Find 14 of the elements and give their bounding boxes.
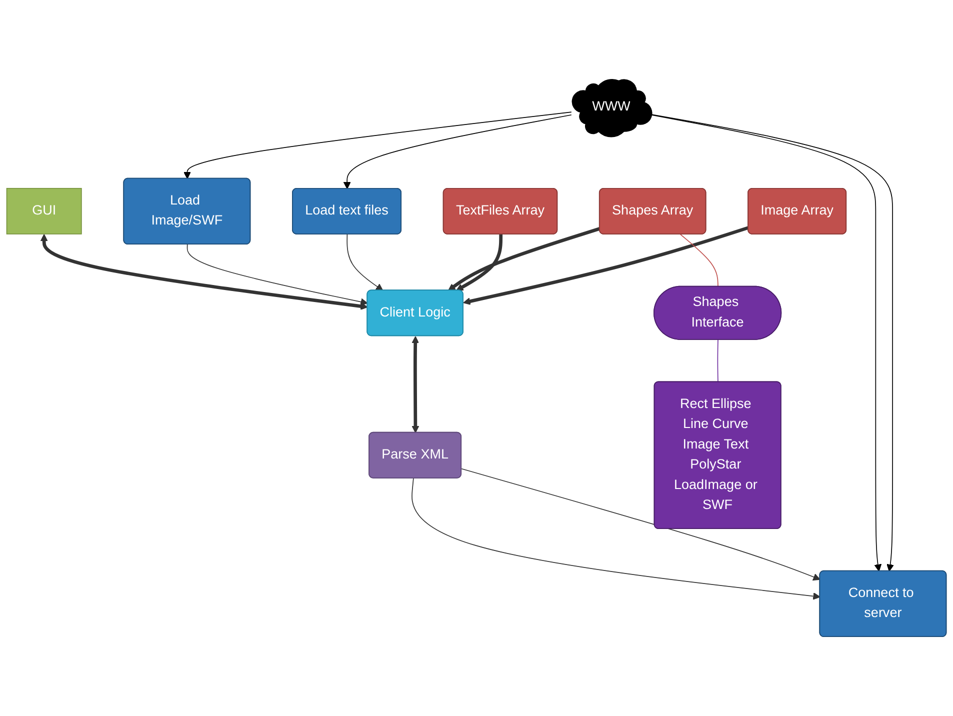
arrow	[184, 112, 572, 180]
connector	[717, 339, 718, 383]
arrow	[456, 234, 503, 291]
arrow	[40, 234, 368, 310]
arrow	[463, 226, 749, 305]
node-box: GUI	[6, 188, 82, 234]
arrow	[448, 227, 600, 291]
arrow	[461, 468, 820, 581]
arrow	[412, 478, 820, 600]
arrow	[343, 114, 572, 190]
arrow	[186, 244, 368, 306]
connector	[680, 234, 718, 288]
arrow	[412, 336, 420, 434]
arrow	[346, 234, 384, 291]
